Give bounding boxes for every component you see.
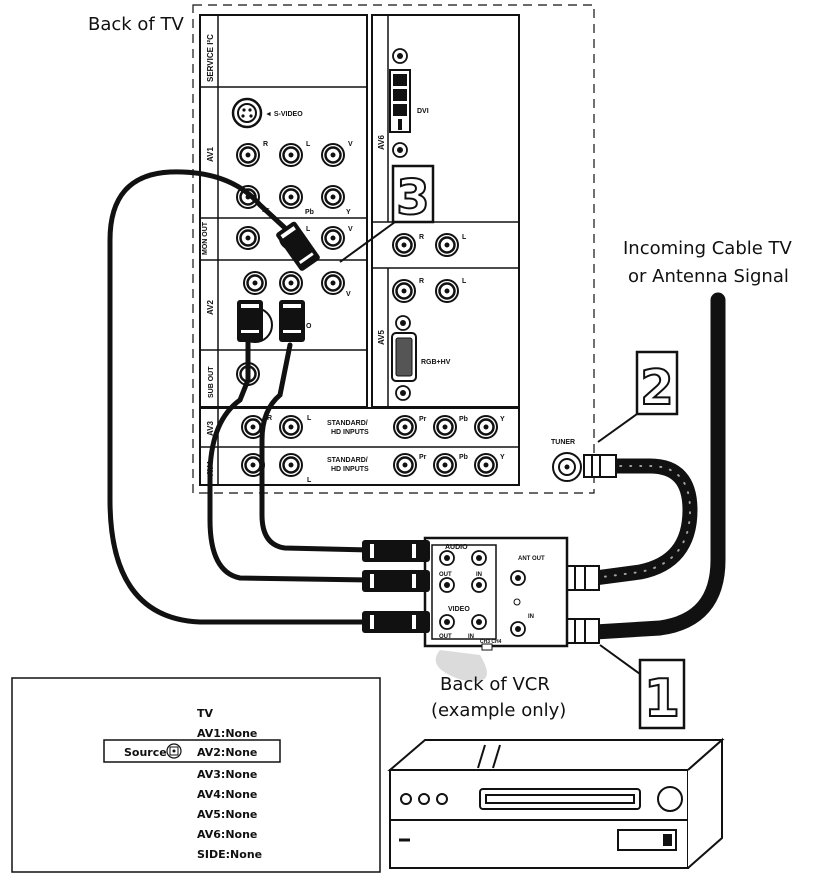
svg-text:Pb: Pb <box>459 416 468 423</box>
svg-text:HD INPUTS: HD INPUTS <box>331 429 369 436</box>
vcr-rca-plugs <box>362 540 430 633</box>
step-1-number: 1 <box>644 669 680 729</box>
step-3-callout: 3 <box>339 164 435 263</box>
svg-text:ANT OUT: ANT OUT <box>518 556 545 562</box>
incoming-signal-line1: Incoming Cable TV <box>623 238 793 259</box>
svg-text:L: L <box>462 234 467 241</box>
tv-left-panel: SERVICE I²C AV1 MON OUT AV2 SUB OUT ◄ S-… <box>199 14 368 408</box>
tv-outline-dashed <box>192 4 595 494</box>
svg-text:Y: Y <box>500 416 505 423</box>
av1-y-jack <box>320 184 346 210</box>
svg-text:Pr: Pr <box>419 416 427 423</box>
av1-r-jack <box>235 142 261 168</box>
svg-text:IN: IN <box>476 572 482 578</box>
svg-text:STANDARD/: STANDARD/ <box>327 457 368 464</box>
source-item-av4: AV4:None <box>197 788 257 801</box>
tv-right-panel: AV6 AV5 DVI R L R L RGB+HV <box>371 14 520 408</box>
svg-text:DVI: DVI <box>417 108 429 115</box>
svg-text:V: V <box>346 291 351 298</box>
source-item-av2: AV2:None <box>197 746 257 759</box>
vcr-back-panel: AUDIO VIDEO OUT IN OUT IN CH3 CH4 ANT OU… <box>423 536 569 651</box>
svg-text:Pb: Pb <box>305 209 314 216</box>
svg-text:V: V <box>348 141 353 148</box>
av5-r-jack <box>391 278 417 304</box>
av1-v-jack <box>320 142 346 168</box>
source-label: Source <box>124 746 167 759</box>
av1-l-jack <box>278 142 304 168</box>
svg-text:Pb: Pb <box>459 454 468 461</box>
av6-r-jack <box>391 232 417 258</box>
source-item-tv: TV <box>197 707 214 720</box>
source-item-side: SIDE:None <box>197 848 262 861</box>
av-cables <box>107 169 373 625</box>
svg-text:AUDIO: AUDIO <box>445 544 468 551</box>
back-of-tv-label: Back of TV <box>88 14 184 35</box>
svg-text:Y: Y <box>500 454 505 461</box>
av2-l-jack <box>278 270 304 296</box>
source-menu-highlight <box>103 739 281 763</box>
av1-label: AV1 <box>206 146 215 162</box>
svg-text:L: L <box>306 141 311 148</box>
av2-label: AV2 <box>206 299 215 315</box>
svg-text:O: O <box>306 323 312 330</box>
av5-label: AV5 <box>377 329 386 345</box>
svg-text:IN: IN <box>468 634 474 640</box>
svg-text:OUT: OUT <box>439 634 452 640</box>
mon-r-jack <box>235 225 261 251</box>
av6-l-jack <box>434 232 460 258</box>
svg-text:R: R <box>419 234 424 241</box>
svg-text:IN: IN <box>528 614 534 620</box>
svideo-label: ◄ S-VIDEO <box>265 111 303 118</box>
svg-text:HD INPUTS: HD INPUTS <box>331 466 369 473</box>
svg-text:L: L <box>307 477 312 484</box>
source-item-av5: AV5:None <box>197 808 257 821</box>
av2-v-jack <box>320 270 346 296</box>
svg-text:VIDEO: VIDEO <box>448 606 470 613</box>
svg-text:L: L <box>307 415 312 422</box>
tv-bottom-panel: AV3 AV4 R L L STANDARD/ HD INPUTS STANDA… <box>199 407 520 486</box>
source-item-av1: AV1:None <box>197 727 257 740</box>
svg-text:STANDARD/: STANDARD/ <box>327 420 368 427</box>
source-icon <box>166 743 182 759</box>
svg-text:R: R <box>419 278 424 285</box>
service-label: SERVICE I²C <box>206 34 215 82</box>
svg-text:R: R <box>263 141 268 148</box>
back-of-vcr-label: Back of VCR <box>440 674 550 695</box>
svg-text:CH3 CH4: CH3 CH4 <box>480 639 502 645</box>
svg-text:R: R <box>267 415 272 422</box>
svg-text:OUT: OUT <box>439 572 452 578</box>
svg-text:V: V <box>348 226 353 233</box>
coax-connectors <box>564 454 617 644</box>
av6-label: AV6 <box>377 134 386 150</box>
step-3-number: 3 <box>396 170 429 226</box>
vcr-front <box>387 737 725 869</box>
step-2-number: 2 <box>640 360 673 416</box>
svg-text:L: L <box>462 278 467 285</box>
svg-text:AV3: AV3 <box>206 420 215 436</box>
tv-rca-plugs <box>237 221 320 342</box>
source-menu: Source TV AV1:None AV2:None AV3:None AV4… <box>11 677 381 873</box>
svg-text:L: L <box>306 226 311 233</box>
av5-l-jack <box>434 278 460 304</box>
source-item-av3: AV3:None <box>197 768 257 781</box>
svg-text:Y: Y <box>346 209 351 216</box>
svg-text:RGB+HV: RGB+HV <box>421 359 451 366</box>
incoming-signal-line2: or Antenna Signal <box>628 266 789 287</box>
example-only-label: (example only) <box>431 700 566 721</box>
step-2-callout: 2 <box>597 350 679 443</box>
mon-v-jack <box>320 225 346 251</box>
tuner-jack <box>552 452 582 482</box>
svg-text:Pr: Pr <box>419 454 427 461</box>
av1-pb-jack <box>278 184 304 210</box>
antenna-cables <box>587 292 726 640</box>
tuner-label: TUNER <box>551 439 575 446</box>
mon-label: MON OUT <box>202 221 209 255</box>
step-1-callout: 1 <box>599 644 686 730</box>
source-item-av6: AV6:None <box>197 828 257 841</box>
sub-out-label: SUB OUT <box>208 366 215 398</box>
vcr-panel-shadow <box>435 650 487 682</box>
av2-r-jack <box>242 270 268 296</box>
